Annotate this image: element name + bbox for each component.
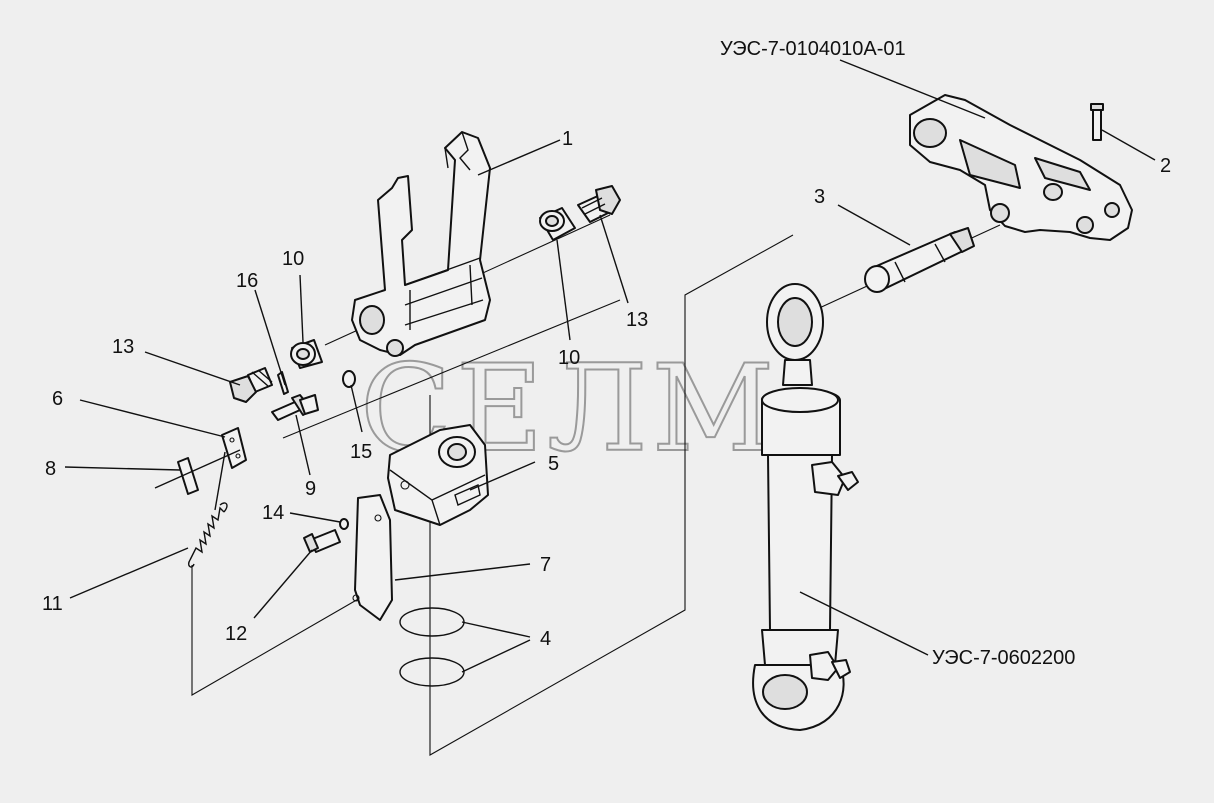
arm-assembly <box>909 94 1133 241</box>
axis-line-cylinder <box>429 234 794 756</box>
callout-6: 6 <box>52 388 63 410</box>
snap-rings <box>399 607 465 687</box>
callout-13-lower: 13 <box>112 336 134 358</box>
bolt-upper <box>577 185 621 223</box>
label-arm-assembly: УЭС-7-0104010А-01 <box>720 38 906 60</box>
callout-2: 2 <box>1160 155 1171 177</box>
pin <box>271 394 319 421</box>
axis-line-pin-lower <box>282 299 621 439</box>
callout-9: 9 <box>305 478 316 500</box>
key <box>177 457 199 495</box>
callout-7: 7 <box>540 554 551 576</box>
leader-lines <box>64 59 1156 673</box>
housing-block <box>387 424 489 526</box>
callout-5: 5 <box>548 453 559 475</box>
bushing-lower <box>290 339 323 369</box>
callout-16: 16 <box>236 270 258 292</box>
callout-3: 3 <box>814 186 825 208</box>
callout-15: 15 <box>350 441 372 463</box>
callout-14: 14 <box>262 502 284 524</box>
retaining-ring <box>342 370 356 388</box>
callout-12: 12 <box>225 623 247 645</box>
callout-10-lower: 10 <box>282 248 304 270</box>
callout-11: 11 <box>42 593 63 615</box>
cotter-pin <box>277 371 289 395</box>
callout-8: 8 <box>45 458 56 480</box>
axle <box>864 227 975 293</box>
hydraulic-cylinder <box>752 283 859 731</box>
callout-13-upper: 13 <box>626 309 648 331</box>
bracket-plate <box>352 494 393 621</box>
vertical-pin <box>1090 103 1104 141</box>
plate <box>221 427 247 469</box>
fork-bracket <box>351 131 491 357</box>
label-cylinder-assembly: УЭС-7-0602200 <box>932 647 1075 669</box>
screw <box>303 518 349 553</box>
callout-4: 4 <box>540 628 551 650</box>
callout-10-upper: 10 <box>558 347 580 369</box>
bolt-lower <box>229 367 273 403</box>
axis-line-spring <box>191 565 361 696</box>
bushing-upper <box>539 207 576 241</box>
spring <box>187 502 228 568</box>
callout-1: 1 <box>562 128 573 150</box>
